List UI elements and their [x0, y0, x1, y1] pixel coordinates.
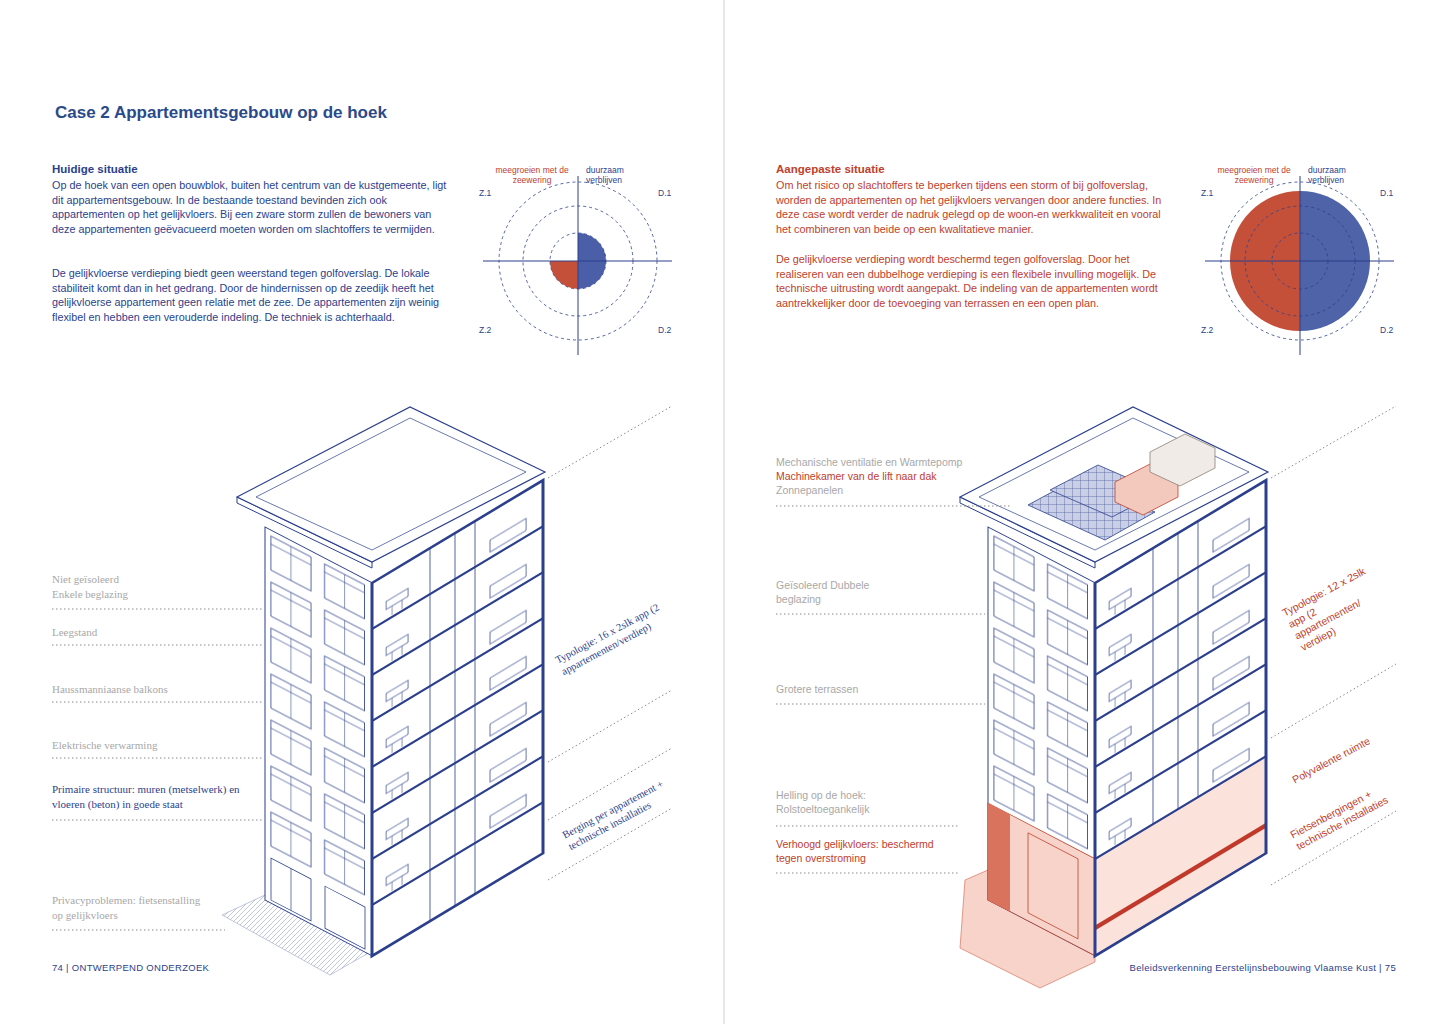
building-adapted-part-part [1095, 480, 1266, 956]
radar-diagram [483, 176, 672, 355]
building-adapted-part-part [988, 803, 1095, 956]
radar-diagram-part [1300, 176, 1301, 355]
typology-label: Typologie: 16 x 2slk app (2 appartemente… [553, 594, 680, 678]
building-adapted-part [1095, 480, 1266, 956]
building-current-part-part [291, 869, 292, 911]
axis-label: Z.1 [479, 188, 491, 198]
leader-line-part [548, 406, 672, 478]
building-current-part [265, 527, 372, 956]
callout-label: Zonnepanelen [776, 483, 843, 497]
callout-label: Privacyproblemen: fietsenstalling op gel… [52, 893, 202, 922]
callout-label: Haussmanniaanse balkons [52, 682, 168, 697]
page-footer: Beleidsverkenning Eerstelijnsbebouwing V… [1130, 962, 1396, 973]
quadrant-label: duurzaam verblijven [586, 165, 641, 185]
building-current-part-part [325, 886, 365, 949]
leader-line-part [52, 758, 262, 759]
callout-label: Verhoogd gelijkvloers: beschermd tegen o… [776, 837, 948, 865]
building-adapted-part-part [988, 527, 1095, 956]
callout-label: Geïsoleerd Dubbele beglazing [776, 578, 886, 606]
callout-label: Niet geïsoleerd Enkele beglazing [52, 572, 147, 601]
axis-label: Z.2 [1201, 325, 1213, 335]
building-adapted-part-part [1095, 480, 1266, 956]
axis-label: Z.1 [1201, 188, 1213, 198]
building-current-part-part [271, 858, 311, 921]
callout-label: Leegstand [52, 625, 97, 640]
callout-label: Grotere terrassen [776, 682, 858, 696]
axis-label: D.2 [1380, 325, 1393, 335]
building-current-part-part [430, 548, 431, 921]
axis-label: D.2 [658, 325, 671, 335]
building-current-part [372, 480, 543, 956]
leader-line-part [1271, 406, 1396, 478]
function-label: Polyvalente ruimte [1290, 734, 1372, 786]
building-current-part-part [475, 521, 476, 894]
building-current [222, 407, 545, 975]
callout-label: Primaire structuur: muren (metselwerk) e… [52, 782, 260, 811]
leader-line-part [776, 506, 1010, 507]
building-current-part-part [265, 527, 372, 905]
body-text: Op de hoek van een open bouwblok, buiten… [52, 178, 454, 236]
quadrant-label: duurzaam verblijven [1308, 165, 1363, 185]
building-current-part-part [372, 480, 543, 956]
building-adapted-part [1150, 434, 1215, 486]
leader-line-part [52, 645, 262, 646]
building-adapted-part-part [1028, 833, 1078, 939]
section-heading: Huidige situatie [52, 163, 138, 175]
leader-line-part [1271, 664, 1396, 738]
typology-label: Typologie: 12 x 2slk app (2 appartemente… [1280, 563, 1388, 654]
building-current-part-part [265, 527, 372, 956]
body-text: De gelijkvloerse verdieping wordt besche… [776, 252, 1172, 310]
quadrant-label: meegroeien met de zeewering [1214, 165, 1294, 185]
callout-label: Mechanische ventilatie en Warmtepomp [776, 455, 962, 469]
section-heading: Aangepaste situatie [776, 163, 885, 175]
building-adapted-part-part [988, 803, 1010, 911]
leader-line-part [548, 690, 672, 762]
callout-label: Helling op de hoek: Rolstoeltoegankelijk [776, 788, 891, 816]
leader-line-part [52, 930, 225, 931]
page-divider [724, 0, 725, 1024]
quadrant-label: meegroeien met de zeewering [492, 165, 572, 185]
building-adapted-part-part [1095, 526, 1266, 859]
building-adapted-part-part [1095, 825, 1266, 928]
leader-line-part [776, 704, 985, 705]
leader-line [52, 406, 1396, 930]
leader-line-part [776, 873, 958, 874]
callout-label: Machinekamer van de lift naar dak [776, 469, 937, 483]
axis-label: D.1 [658, 188, 671, 198]
body-text: Om het risico op slachtoffers te beperke… [776, 178, 1172, 236]
page-footer: 74 | ONTWERPEND ONDERZOEK [52, 962, 209, 973]
axis-label: Z.2 [479, 325, 491, 335]
storage-label: Fietsenbergingen + technische installati… [1288, 774, 1406, 853]
leader-line-part [776, 614, 985, 615]
building-adapted-part-part [988, 527, 1095, 859]
radar-diagram-part [578, 176, 579, 355]
radar-diagram [1205, 176, 1394, 355]
building-current-part-part [372, 480, 543, 956]
building-current-part-part [455, 533, 456, 906]
building-adapted-part-part [1095, 756, 1266, 956]
building-current-part-part [372, 480, 543, 905]
building-current-part-part [372, 526, 543, 905]
callout-label: Elektrische verwarming [52, 738, 157, 753]
leader-line-part [52, 820, 262, 821]
building-adapted-part [988, 527, 1095, 956]
page-title: Case 2 Appartementsgebouw op de hoek [55, 103, 387, 123]
building-adapted [960, 407, 1268, 988]
leader-line-part [52, 702, 262, 703]
leader-line-part [52, 609, 262, 610]
body-text: De gelijkvloerse verdieping biedt geen w… [52, 266, 454, 324]
storage-label: Berging per appartement + technische ins… [560, 767, 691, 853]
axis-label: D.1 [1380, 188, 1393, 198]
leader-line-part [776, 826, 960, 827]
